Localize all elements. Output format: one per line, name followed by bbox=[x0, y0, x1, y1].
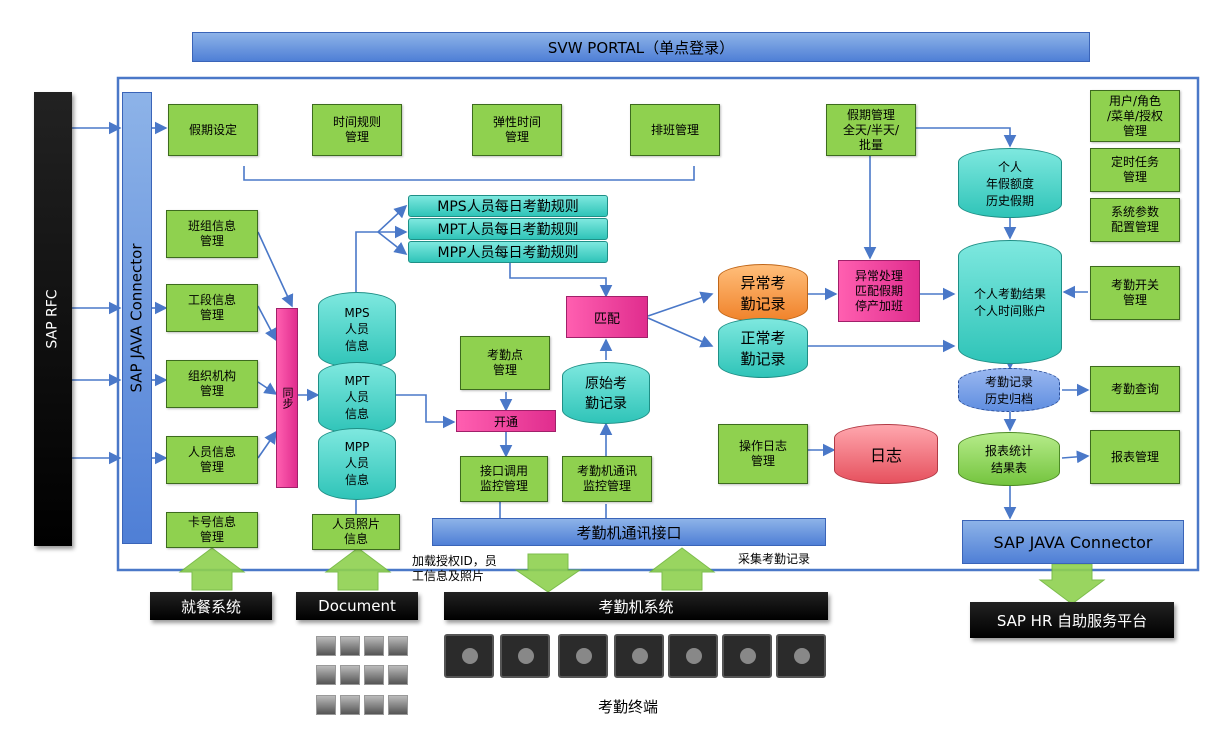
terminal-device bbox=[614, 634, 664, 678]
module-op-log[interactable]: 操作日志 管理 bbox=[718, 424, 808, 484]
terminal-device bbox=[776, 634, 826, 678]
person-photo bbox=[364, 636, 384, 656]
module-terminal-monitor[interactable]: 考勤机通讯 监控管理 bbox=[562, 456, 652, 502]
module-photo-info[interactable]: 人员照片 信息 bbox=[312, 514, 400, 550]
abnormal-handle-box: 异常处理 匹配假期 停产加班 bbox=[838, 260, 920, 322]
module-holiday-setting[interactable]: 假期设定 bbox=[168, 104, 258, 156]
module-section-info[interactable]: 工段信息 管理 bbox=[166, 284, 258, 332]
terminal-device bbox=[668, 634, 718, 678]
cylinder-mpp: MPP 人员 信息 bbox=[318, 428, 396, 500]
cylinder-result-account: 个人考勤结果 个人时间账户 bbox=[958, 240, 1062, 364]
cylinder-archive: 考勤记录 历史归档 bbox=[958, 368, 1060, 412]
system-dining: 就餐系统 bbox=[150, 592, 272, 620]
module-person-info[interactable]: 人员信息 管理 bbox=[166, 436, 258, 484]
down-arrow-saphr bbox=[1038, 563, 1106, 605]
sap-connector-left: SAP JAVA Connector bbox=[122, 92, 152, 544]
collect-label: 采集考勤记录 bbox=[738, 552, 811, 566]
cylinder-abnormal-record: 异常考 勤记录 bbox=[718, 264, 808, 322]
rule-mpp: MPP人员每日考勤规则 bbox=[408, 241, 608, 263]
cylinder-raw-record: 原始考 勤记录 bbox=[562, 362, 650, 424]
module-time-rules[interactable]: 时间规则 管理 bbox=[312, 104, 402, 156]
sap-rfc-label: SAP RFC bbox=[45, 289, 62, 349]
terminal-device bbox=[722, 634, 772, 678]
person-photo bbox=[340, 694, 360, 715]
module-holiday-mgmt[interactable]: 假期管理 全天/半天/ 批量 bbox=[826, 104, 916, 156]
terminal-device bbox=[444, 634, 494, 678]
down-arrow-terminal bbox=[514, 553, 582, 593]
photo-grid bbox=[316, 636, 412, 718]
portal-bar[interactable]: SVW PORTAL（单点登录） bbox=[192, 32, 1090, 62]
terminal-device bbox=[558, 634, 608, 678]
person-photo bbox=[388, 636, 408, 656]
terminal-device bbox=[500, 634, 550, 678]
module-attendance-query[interactable]: 考勤查询 bbox=[1090, 366, 1180, 412]
module-org[interactable]: 组织机构 管理 bbox=[166, 360, 258, 408]
module-team-info[interactable]: 班组信息 管理 bbox=[166, 210, 258, 258]
terminal-interface-bar: 考勤机通讯接口 bbox=[432, 518, 826, 546]
person-photo bbox=[364, 694, 384, 715]
sync-label: 同步 bbox=[281, 387, 294, 409]
terminal-caption: 考勤终端 bbox=[598, 698, 659, 716]
module-report-mgmt[interactable]: 报表管理 bbox=[1090, 430, 1180, 484]
sync-bar: 同步 bbox=[276, 308, 298, 488]
cylinder-annual-leave: 个人 年假额度 历史假期 bbox=[958, 148, 1062, 218]
person-photo bbox=[388, 665, 408, 686]
up-arrow-document bbox=[324, 547, 392, 591]
cylinder-report-stat: 报表统计 结果表 bbox=[958, 432, 1060, 486]
person-photo bbox=[388, 694, 408, 715]
module-flex-time[interactable]: 弹性时间 管理 bbox=[472, 104, 562, 156]
up-arrow-terminal bbox=[648, 547, 716, 591]
match-box: 匹配 bbox=[566, 296, 648, 338]
person-photo bbox=[316, 665, 336, 686]
sap-connector-right: SAP JAVA Connector bbox=[962, 520, 1184, 564]
open-bar: 开通 bbox=[456, 410, 556, 432]
module-shift[interactable]: 排班管理 bbox=[630, 104, 720, 156]
rule-mpt: MPT人员每日考勤规则 bbox=[408, 218, 608, 240]
up-arrow-dining bbox=[178, 547, 246, 591]
cylinder-mps: MPS 人员 信息 bbox=[318, 292, 396, 368]
system-sap-hr: SAP HR 自助服务平台 bbox=[970, 602, 1174, 638]
person-photo bbox=[340, 636, 360, 656]
person-photo bbox=[316, 694, 336, 715]
person-photo bbox=[340, 665, 360, 686]
cylinder-mpt: MPT 人员 信息 bbox=[318, 362, 396, 434]
person-photo bbox=[364, 665, 384, 686]
module-sys-param[interactable]: 系统参数 配置管理 bbox=[1090, 198, 1180, 242]
module-card-info[interactable]: 卡号信息 管理 bbox=[166, 512, 258, 548]
module-timer-task[interactable]: 定时任务 管理 bbox=[1090, 148, 1180, 192]
system-document: Document bbox=[296, 592, 418, 620]
rule-mps: MPS人员每日考勤规则 bbox=[408, 195, 608, 217]
system-terminal: 考勤机系统 bbox=[444, 592, 828, 620]
module-attendance-point[interactable]: 考勤点 管理 bbox=[460, 336, 550, 390]
sap-rfc-bar: SAP RFC bbox=[34, 92, 72, 546]
module-attendance-switch[interactable]: 考勤开关 管理 bbox=[1090, 266, 1180, 320]
cylinder-log: 日志 bbox=[834, 424, 938, 484]
person-photo bbox=[316, 636, 336, 656]
module-user-role[interactable]: 用户/角色 /菜单/授权 管理 bbox=[1090, 90, 1180, 142]
sap-connector-left-label: SAP JAVA Connector bbox=[128, 243, 147, 393]
portal-title: SVW PORTAL（单点登录） bbox=[547, 38, 735, 57]
module-interface-monitor[interactable]: 接口调用 监控管理 bbox=[460, 456, 548, 502]
auth-label: 加载授权ID，员 工信息及照片 bbox=[412, 554, 497, 583]
cylinder-normal-record: 正常考 勤记录 bbox=[718, 318, 808, 378]
